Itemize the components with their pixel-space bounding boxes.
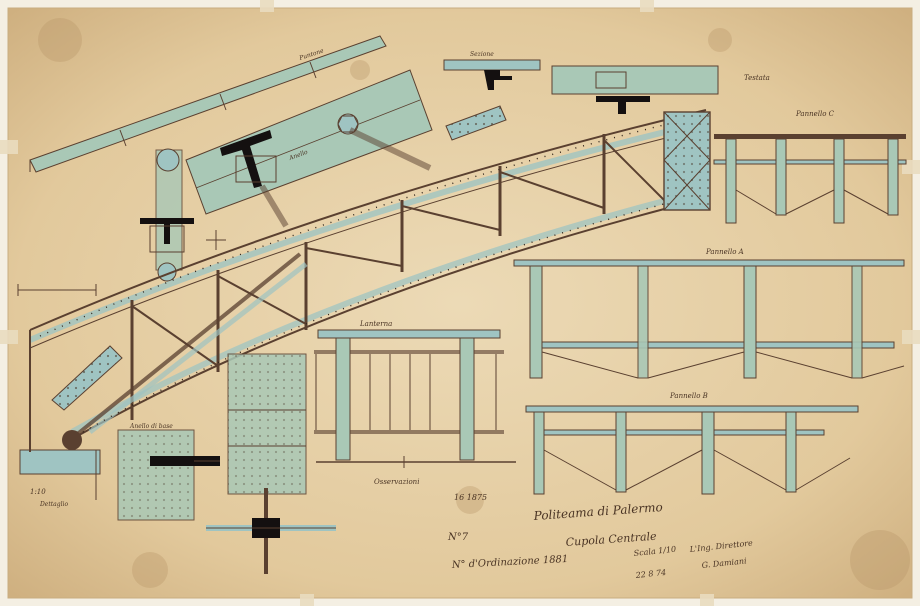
label-testata: Testata — [744, 74, 770, 82]
notes-label: Osservazioni — [374, 478, 419, 486]
label-pannello-a: Pannello A — [705, 248, 744, 256]
notes-ref: 16 1875 — [454, 493, 487, 502]
panel-a-elevation — [513, 259, 905, 379]
label-sezione: Sezione — [470, 51, 494, 58]
label-pannello-b: Pannello B — [669, 392, 708, 400]
scale-label: Scala 1/10 — [633, 545, 676, 558]
label-lanterna: Lanterna — [359, 320, 392, 328]
lanterna-elevation — [314, 329, 516, 468]
paper-stains — [38, 18, 910, 590]
left-t-section-details — [140, 148, 226, 282]
side-note: 1:10 — [30, 488, 46, 496]
label-dettaglio: Dettaglio — [39, 501, 68, 508]
crown-lattice-box — [663, 111, 711, 211]
panel-b-elevation — [525, 405, 859, 495]
upper-left-purlin-beam — [29, 35, 387, 173]
date-line: 22 8 74 — [634, 568, 666, 580]
top-section-details — [443, 59, 719, 141]
splice-plate-detail — [117, 353, 307, 521]
panel-c-elevation — [713, 134, 907, 224]
main-arch-truss — [28, 109, 707, 442]
oblique-plate-detail — [185, 69, 433, 228]
label-pannello-c: Pannello C — [795, 110, 835, 118]
cross-section-detail — [206, 488, 336, 574]
drawing-number: N°7 — [447, 532, 469, 543]
rivet-strip-left — [51, 345, 123, 411]
sheet-subtitle: Cupola Centrale — [565, 530, 657, 549]
base-shoe — [17, 284, 101, 500]
label-anello-base: Anello di base — [129, 423, 173, 430]
